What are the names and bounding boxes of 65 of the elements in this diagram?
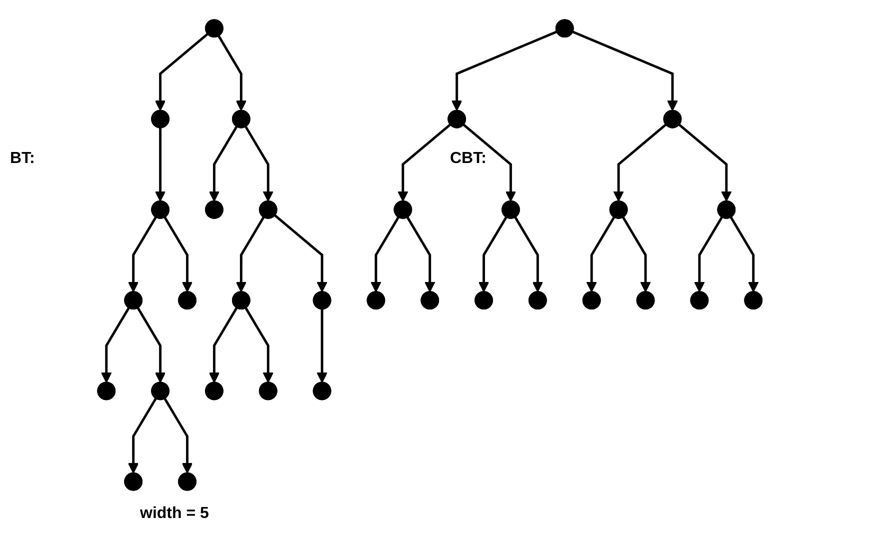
arrow xyxy=(101,307,130,383)
junction-point xyxy=(636,291,655,310)
arrow xyxy=(478,216,508,292)
junction-point xyxy=(448,110,466,128)
arrow xyxy=(462,124,516,202)
junction-point xyxy=(124,291,143,310)
caption-text: width = 5 xyxy=(140,505,209,523)
junction-point xyxy=(690,291,709,310)
junction-point xyxy=(259,382,278,400)
junction-point xyxy=(717,200,736,219)
junction-point xyxy=(178,291,197,310)
junction-point xyxy=(232,110,250,128)
arrow xyxy=(274,214,328,292)
arrow xyxy=(514,216,544,292)
junction-point xyxy=(582,291,601,310)
arrow xyxy=(398,124,452,202)
junction-point xyxy=(394,200,412,219)
junction-point xyxy=(124,472,143,491)
arrow xyxy=(128,216,158,292)
junction-point xyxy=(151,110,170,128)
arrow xyxy=(370,216,400,292)
junction-point xyxy=(556,19,574,38)
arrow xyxy=(406,216,436,292)
arrow xyxy=(613,124,667,202)
junction-point xyxy=(205,19,224,38)
arrow xyxy=(244,307,274,383)
arrow xyxy=(730,216,759,292)
tree-label: BT: xyxy=(10,150,35,168)
junction-point xyxy=(312,382,332,400)
arrow xyxy=(244,126,274,202)
junction-point xyxy=(205,382,224,400)
junction-point xyxy=(610,200,628,219)
arrow xyxy=(208,307,238,383)
junction-point xyxy=(259,200,278,219)
junction-point xyxy=(474,291,494,310)
arrow xyxy=(572,30,678,111)
junction-point xyxy=(420,291,440,310)
junction-point xyxy=(97,382,116,400)
arrow xyxy=(155,32,209,111)
junction-point xyxy=(151,382,170,400)
arrow xyxy=(622,216,652,292)
arrow xyxy=(678,124,732,202)
junction-point xyxy=(528,291,548,310)
tree-label: CBT: xyxy=(450,150,486,168)
arrow xyxy=(164,216,193,292)
junction-point xyxy=(178,472,197,491)
arrow xyxy=(694,216,724,292)
arrow xyxy=(316,308,328,383)
arrow xyxy=(164,398,193,474)
arrow xyxy=(128,398,158,474)
arrow xyxy=(136,307,166,383)
junction-point xyxy=(663,110,682,128)
arrow xyxy=(586,216,616,292)
arrow xyxy=(208,126,238,202)
junction-point xyxy=(151,200,170,219)
arrow xyxy=(155,128,166,202)
junction-point xyxy=(312,291,332,310)
junction-point xyxy=(232,291,250,310)
junction-point xyxy=(744,291,763,310)
junction-point xyxy=(502,200,520,219)
junction-point xyxy=(205,200,224,219)
arrow xyxy=(236,216,265,292)
arrow xyxy=(218,35,247,111)
junction-point xyxy=(366,291,386,310)
arrow xyxy=(452,30,558,111)
